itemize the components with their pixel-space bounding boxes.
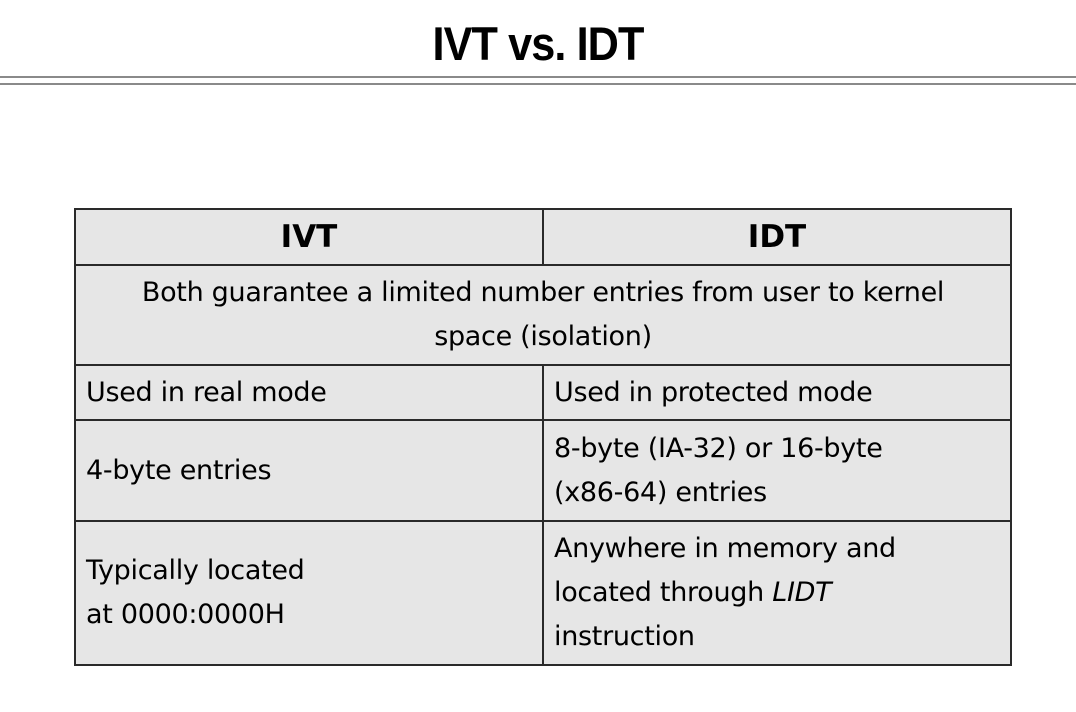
idt-location-line-2: located through LIDT [554, 571, 1000, 615]
merged-line-2: space (isolation) [434, 321, 652, 352]
header-ivt: IVT [74, 208, 544, 266]
idt-location-line-3: instruction [554, 621, 695, 652]
title-rule-top [0, 76, 1076, 78]
table-row: Typically located at 0000:0000H Anywhere… [74, 520, 1012, 666]
comparison-table: IVT IDT Both guarantee a limited number … [74, 208, 1012, 666]
slide-title: IVT vs. IDT [432, 17, 645, 70]
header-idt: IDT [542, 208, 1012, 266]
table-row-merged: Both guarantee a limited number entries … [74, 264, 1012, 366]
cell-idt-mode: Used in protected mode [542, 364, 1012, 421]
ivt-location-line-2: at 0000:0000H [86, 599, 285, 630]
idt-location-text: located through [554, 577, 773, 608]
idt-entry-line-2: (x86-64) entries [554, 476, 767, 508]
idt-entry-line-1: 8-byte (IA-32) or 16-byte [554, 432, 883, 464]
lidt-instruction-name: LIDT [772, 577, 832, 608]
table-row: 4-byte entries 8-byte (IA-32) or 16-byte… [74, 419, 1012, 522]
cell-ivt-location: Typically located at 0000:0000H [74, 520, 544, 666]
table-header-row: IVT IDT [74, 208, 1012, 266]
cell-idt-location: Anywhere in memory and located through L… [542, 520, 1012, 666]
title-rule-bottom [0, 83, 1076, 85]
cell-idt-entry-size: 8-byte (IA-32) or 16-byte (x86-64) entri… [542, 419, 1012, 522]
ivt-location-line-1: Typically located [86, 555, 305, 586]
cell-ivt-mode: Used in real mode [74, 364, 544, 421]
merged-line-1: Both guarantee a limited number entries … [141, 277, 945, 308]
merged-cell: Both guarantee a limited number entries … [74, 264, 1012, 366]
table-row: Used in real mode Used in protected mode [74, 364, 1012, 421]
idt-location-line-1: Anywhere in memory and [554, 533, 896, 564]
cell-ivt-entry-size: 4-byte entries [74, 419, 544, 522]
